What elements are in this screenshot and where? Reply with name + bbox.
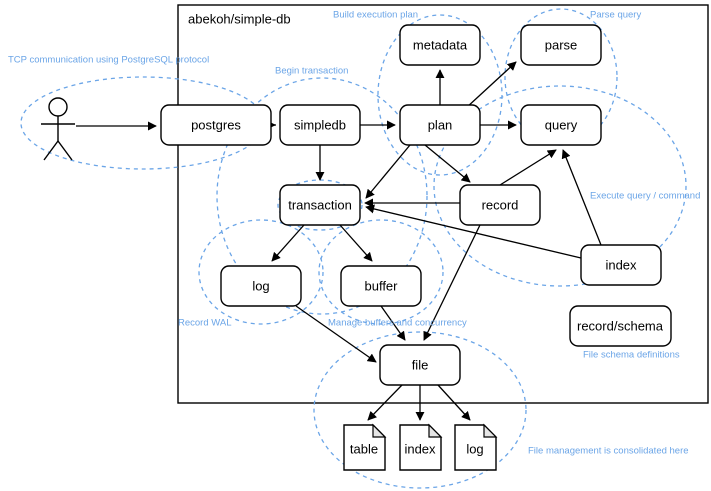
document-index[interactable]: index — [399, 423, 443, 471]
edge-file-to-doc-log — [437, 384, 471, 421]
node-label-index: index — [605, 257, 637, 272]
node-label-transaction: transaction — [288, 197, 352, 212]
node-label-parse: parse — [545, 37, 578, 52]
diagram-annotations: TCP communication using PostgreSQL proto… — [8, 10, 700, 457]
node-simpledb[interactable]: simpledb — [279, 104, 361, 146]
annotation-execute-query: Execute query / command — [590, 191, 700, 202]
annotation-begin-transaction: Begin transaction — [275, 66, 348, 77]
node-label-plan: plan — [428, 117, 453, 132]
edge-log-to-file — [295, 305, 377, 363]
node-buffer[interactable]: buffer — [340, 265, 422, 307]
ellipse-file-management — [313, 331, 527, 489]
node-record-schema[interactable]: record/schema — [569, 305, 672, 347]
document-label-index: index — [404, 441, 436, 456]
annotation-record-wal: Record WAL — [178, 318, 232, 329]
edge-buffer-to-file — [380, 305, 406, 341]
node-index[interactable]: index — [580, 244, 662, 286]
node-file[interactable]: file — [379, 344, 461, 386]
node-metadata[interactable]: metadata — [399, 24, 481, 66]
actor-stick-figure — [41, 97, 75, 161]
annotation-manage-buffers: Manage buffers and concurrency — [328, 318, 467, 329]
diagram-edges — [76, 61, 602, 421]
document-label-table: table — [350, 441, 378, 456]
ellipse-build-execution-plan — [377, 14, 503, 176]
annotation-tcp-communication: TCP communication using PostgreSQL proto… — [8, 55, 209, 66]
ellipse-begin-transaction — [216, 77, 428, 315]
annotation-build-execution-plan: Build execution plan — [333, 10, 418, 21]
node-label-query: query — [545, 117, 578, 132]
node-label-record: record — [482, 197, 519, 212]
node-transaction[interactable]: transaction — [279, 184, 361, 226]
node-record[interactable]: record — [459, 184, 541, 226]
node-label-metadata: metadata — [413, 37, 468, 52]
annotation-file-schema: File schema definitions — [583, 350, 680, 361]
edge-plan-to-transaction — [365, 144, 411, 199]
node-log[interactable]: log — [220, 265, 302, 307]
ellipse-execute-query-command — [433, 85, 687, 287]
node-label-postgres: postgres — [191, 117, 241, 132]
container-boundary: abekoh/simple-db — [177, 4, 709, 404]
edge-file-to-doc-table — [367, 384, 403, 421]
document-table[interactable]: table — [343, 423, 387, 471]
annotation-parse-query: Parse query — [590, 10, 641, 21]
edge-plan-to-record — [424, 144, 471, 183]
node-parse[interactable]: parse — [520, 24, 602, 66]
ellipse-manage-buffers-concurrency — [318, 219, 444, 325]
edge-transaction-to-log — [271, 224, 305, 262]
node-label-simpledb: simpledb — [294, 117, 346, 132]
annotation-file-management: File management is consolidated here — [528, 446, 689, 457]
edge-index-to-transaction — [365, 204, 582, 259]
edge-record-to-file — [423, 224, 481, 341]
container-title: abekoh/simple-db — [188, 11, 291, 26]
node-label-buffer: buffer — [364, 278, 398, 293]
ellipse-record-wal — [198, 219, 324, 325]
node-label-log: log — [252, 278, 269, 293]
edge-transaction-to-buffer — [339, 224, 373, 262]
document-log[interactable]: log — [454, 423, 498, 471]
edge-record-to-query — [499, 149, 557, 186]
node-query[interactable]: query — [520, 104, 602, 146]
edge-index-to-query — [561, 149, 602, 246]
node-postgres[interactable]: postgres — [160, 104, 272, 146]
document-label-log: log — [466, 441, 483, 456]
node-label-record-schema: record/schema — [577, 318, 664, 333]
ellipse-transaction-inner — [277, 179, 363, 231]
node-plan[interactable]: plan — [399, 104, 481, 146]
node-label-file: file — [412, 357, 429, 372]
